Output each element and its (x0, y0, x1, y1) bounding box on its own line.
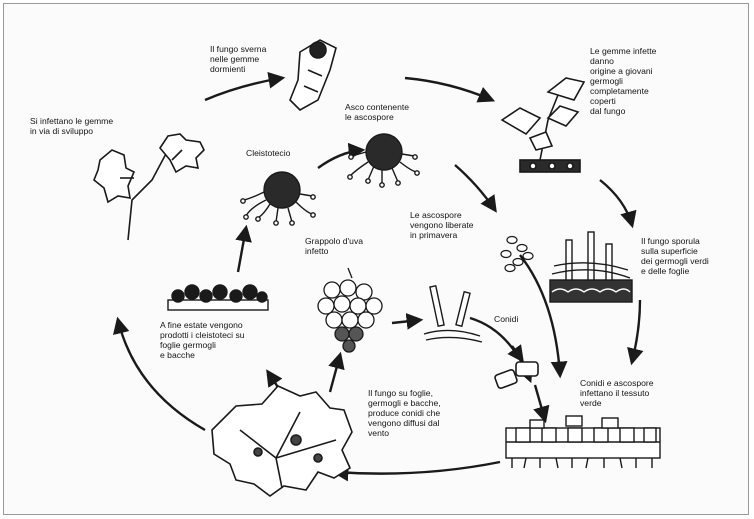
ascus-icon (348, 134, 419, 187)
conidia-icon (494, 362, 538, 389)
label-cleisto: Cleistotecio (246, 148, 290, 158)
label-sporulate: Il fungo sporula sulla superficie dei ge… (641, 236, 709, 276)
arrow-cleisto-up (238, 228, 246, 272)
dormant-bud-icon (290, 40, 336, 110)
infected-leaf-icon (212, 386, 352, 496)
arrow-grape-to-germ (392, 320, 420, 323)
arrow-conidia-to-tissue (535, 385, 545, 420)
label-infect-buds: Si infettano le gemme in via di sviluppo (30, 116, 113, 136)
label-infect-tissue: Conidi e ascospore infettano il tessuto … (580, 378, 654, 408)
arrow-cleisto-to-asco (318, 150, 362, 168)
label-released: Le ascospore vengono liberate in primave… (410, 210, 474, 240)
arrow-asco-to-spores (455, 165, 495, 210)
label-buds-infected: Le gemme infette danno origine a giovani… (590, 46, 656, 116)
arrow-leaf-to-grape (330, 355, 340, 392)
grape-cluster-icon (318, 268, 382, 352)
vine-shoot-icon (94, 134, 204, 240)
arrow-shoot-to-bud (205, 78, 282, 100)
arrow-sporulate-to-infect (632, 300, 640, 362)
arrow-tissue-to-leaf (335, 462, 500, 474)
arrow-conidi-down (512, 346, 522, 360)
label-end-summer: A fine estate vengono prodotti i cleisto… (160, 320, 245, 360)
label-asco: Asco contenente le ascospore (345, 102, 409, 122)
arrow-bud-to-shoot (405, 78, 492, 100)
label-grape: Grappolo d'uva infetto (305, 236, 363, 256)
label-conidi: Conidi (494, 314, 518, 324)
label-overwinter: Il fungo sverna nelle gemme dormienti (210, 44, 266, 74)
cleistothecium-icon (241, 172, 315, 225)
germinating-conidia-icon (424, 286, 482, 342)
cleistothecia-on-leaf-icon (168, 285, 268, 310)
sporulating-tissue-icon (550, 232, 632, 302)
infected-shoot-icon (502, 78, 584, 172)
infected-epidermis-icon (506, 416, 660, 468)
label-leaf-fungus: Il fungo su foglie, germogli e bacche, p… (368, 388, 441, 438)
arrow-shoot-to-sporulate (600, 180, 632, 225)
